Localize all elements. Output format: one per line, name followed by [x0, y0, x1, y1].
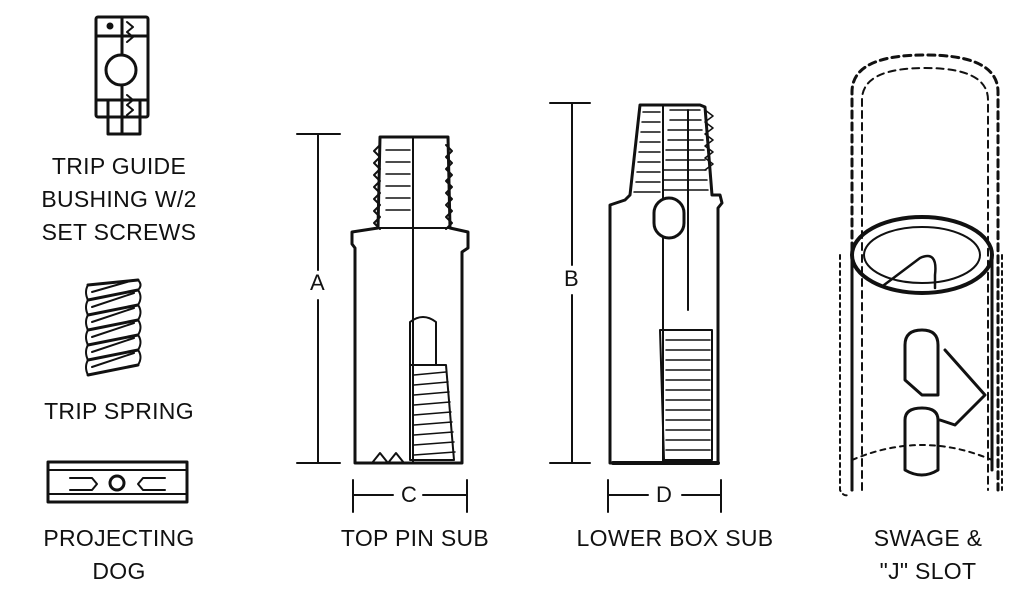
dimension-c: [352, 479, 468, 513]
swage-j-slot-label: SWAGE & "J" SLOT: [873, 525, 983, 584]
projecting-dog-label: PROJECTING DOG: [43, 525, 195, 584]
dimension-d-label: D: [656, 482, 672, 507]
trip-spring-label: TRIP SPRING: [44, 398, 194, 424]
dimension-c-label: C: [401, 482, 417, 507]
swage-j-slot-drawing: [839, 53, 1003, 497]
dimension-d: [607, 479, 722, 513]
dimension-b: [549, 102, 591, 464]
top-pin-sub-drawing: [350, 135, 470, 465]
dimension-a: [296, 133, 341, 464]
trip-guide-bushing-drawing: [94, 15, 150, 136]
top-pin-sub-label: TOP PIN SUB: [340, 525, 490, 551]
trip-guide-label: TRIP GUIDE BUSHING W/2 SET SCREWS: [41, 153, 197, 245]
dimension-b-label: B: [564, 266, 579, 291]
trip-spring-drawing: [85, 278, 142, 377]
projecting-dog-drawing: [46, 460, 189, 504]
dimension-a-label: A: [310, 270, 325, 295]
lower-box-sub-label: LOWER BOX SUB: [576, 525, 774, 551]
lower-box-sub-drawing: [608, 103, 724, 465]
